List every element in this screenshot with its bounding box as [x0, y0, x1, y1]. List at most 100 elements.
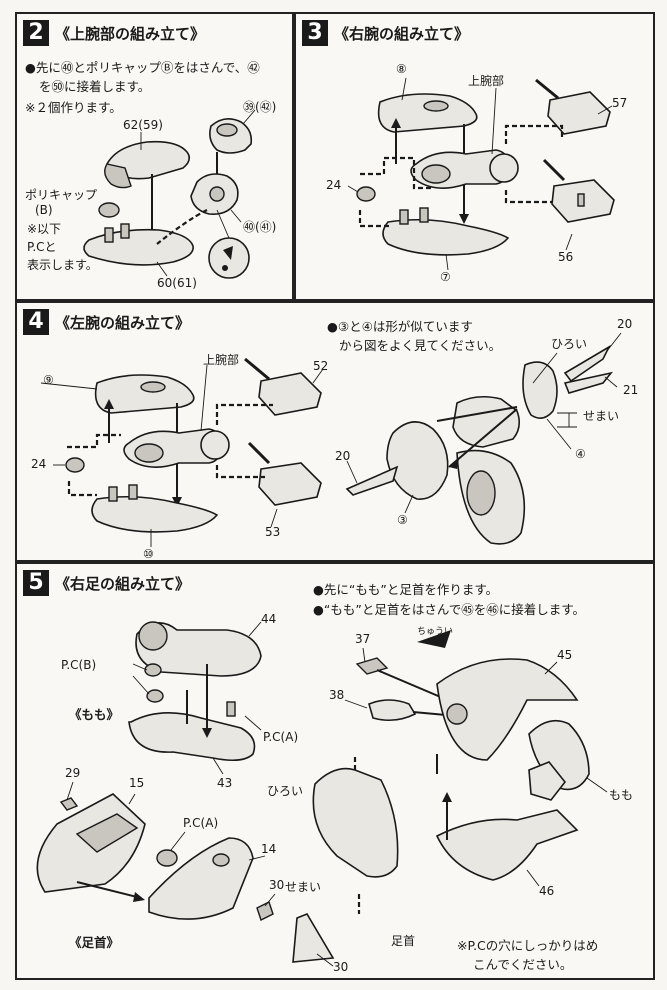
step4-label-20a: 20: [617, 317, 633, 331]
part-7: [382, 218, 510, 256]
step4-note-line2: から図をよく見てください。: [339, 338, 502, 353]
step3-number: 3: [302, 20, 328, 46]
part-60: [83, 228, 194, 266]
part-30-a: [256, 901, 274, 921]
step5-title: 《右足の組み立て》: [55, 575, 191, 593]
part-10: [91, 495, 219, 533]
step5-label-15: 15: [129, 776, 145, 790]
step2-note-line3: ※２個作ります。: [25, 100, 122, 115]
step4-number: 4: [23, 309, 49, 335]
step5-panel: 5 《右足の組み立て》 ●先に“もも”と足首を作ります。 ●“もも”と足首をはさ…: [15, 562, 655, 980]
part-46: [435, 809, 579, 881]
shoulder-assembly: [452, 395, 521, 448]
part-8: [377, 93, 478, 133]
step5-drawing: [36, 621, 608, 967]
caution-icon: [208, 237, 250, 279]
step4-label-upper-arm: 上腕部: [203, 353, 240, 367]
polycap-b: [98, 202, 120, 218]
step4-label-4: ④: [575, 447, 586, 461]
step5-caption-momo: 《もも》: [69, 707, 120, 722]
step4-label-9: ⑨: [43, 373, 54, 387]
part-52: [258, 372, 322, 416]
step2-label-polycap: ポリキャップ: [25, 188, 98, 202]
step2-title: 《上腕部の組み立て》: [55, 25, 206, 43]
step4-label-52: 52: [313, 359, 329, 373]
step5-number: 5: [23, 570, 49, 596]
step3-label-24: 24: [326, 178, 342, 192]
caution-arrow-icon: [417, 630, 451, 648]
part-21: [563, 371, 614, 394]
step4-label-24: 24: [31, 457, 47, 471]
step5-pc-note-line1: ※P.Cの穴にしっかりはめ: [457, 938, 599, 953]
step5-label-37: 37: [355, 632, 371, 646]
step5-label-momo: もも: [609, 788, 634, 802]
part-20-lower: [345, 465, 399, 496]
step5-label-pca1: P.C(A): [263, 730, 299, 744]
step4-label-21: 21: [623, 383, 639, 397]
step2-panel: 2 《上腕部の組み立て》 ●先に㊵とポリキャップⒷをはさんで、㊷ を㊿に接着しま…: [15, 12, 294, 301]
step2-label-60: 60(61): [157, 276, 197, 290]
step2-note-below2: P.Cと: [27, 240, 57, 254]
step5-note-line2: ●“もも”と足首をはさんで㊺を㊻に接着します。: [313, 602, 585, 617]
part-29: [59, 797, 79, 811]
step3-label-8: ⑧: [396, 62, 407, 76]
step5-label-38: 38: [329, 688, 345, 702]
step4-panel: 4 《左腕の組み立て》 ●③と④は形が似ています から図をよく見てください。: [15, 301, 655, 562]
step5-pc-note-line2: こんでください。: [473, 957, 573, 972]
part-38: [368, 699, 417, 722]
step5-label-pcb: P.C(B): [61, 658, 97, 672]
step4-label-3: ③: [397, 513, 408, 527]
step5-caption-ashikubi: 《足首》: [69, 935, 120, 950]
step5-label-45: 45: [557, 648, 573, 662]
step5-note-line1: ●先に“もも”と足首を作ります。: [313, 582, 499, 597]
step4-label-20b: 20: [335, 449, 351, 463]
step5-label-pca2: P.C(A): [183, 816, 219, 830]
part-30-b: [292, 913, 335, 963]
step4-title: 《左腕の組み立て》: [55, 314, 191, 332]
step3-label-7: ⑦: [440, 270, 451, 284]
step5-label-44: 44: [261, 612, 277, 626]
part-20-upper: [563, 344, 611, 383]
part-24: [356, 186, 376, 202]
step5-label-43: 43: [217, 776, 233, 790]
step5-label-29: 29: [65, 766, 81, 780]
step2-label-polycap-b: (B): [35, 203, 53, 217]
step5-label-30b: 30: [333, 960, 349, 974]
part-57: [547, 91, 611, 135]
step2-note-below1: ※以下: [27, 222, 62, 236]
step4-label-53: 53: [265, 525, 281, 539]
step2-label-40: ㊵(㊶): [243, 220, 277, 234]
polycap-b-2: [146, 689, 164, 703]
step2-note-below3: 表示します。: [27, 258, 98, 272]
part-3: [386, 421, 449, 500]
part-62: [106, 140, 191, 180]
step5-label-churui: ちゅうい: [417, 627, 454, 637]
step4-note-line1: ●③と④は形が似ています: [327, 319, 473, 334]
step4-drawing: [40, 332, 622, 547]
step3-panel: 3 《右腕の組み立て》: [294, 12, 655, 301]
polycap-a: [156, 849, 178, 867]
step2-note-line2: を㊿に接着します。: [39, 79, 151, 94]
part-4: [522, 361, 558, 419]
step3-title: 《右腕の組み立て》: [334, 25, 470, 43]
step5-label-ashikubi: 足首: [391, 934, 416, 948]
step4-label-10: ⑩: [143, 547, 154, 561]
step2-drawing: [83, 109, 256, 279]
ankle-assembly: [312, 767, 399, 878]
step4-label-semai: せまい: [583, 409, 620, 423]
step2-number: 2: [23, 20, 49, 46]
part-43: [128, 712, 256, 762]
step2-label-62: 62(59): [123, 118, 163, 132]
step5-label-30a: 30: [269, 878, 285, 892]
step3-label-upper-arm: 上腕部: [468, 74, 505, 88]
polycap-b-1: [144, 663, 162, 677]
step5-label-46: 46: [539, 884, 555, 898]
step5-label-semai: せまい: [285, 880, 322, 894]
step2-label-39: ㊴(㊷): [243, 100, 277, 114]
step3-label-57: 57: [612, 96, 628, 110]
step5-label-14: 14: [261, 842, 277, 856]
step3-label-56: 56: [558, 250, 574, 264]
part-24: [65, 457, 85, 473]
step3-drawing: [347, 77, 615, 271]
